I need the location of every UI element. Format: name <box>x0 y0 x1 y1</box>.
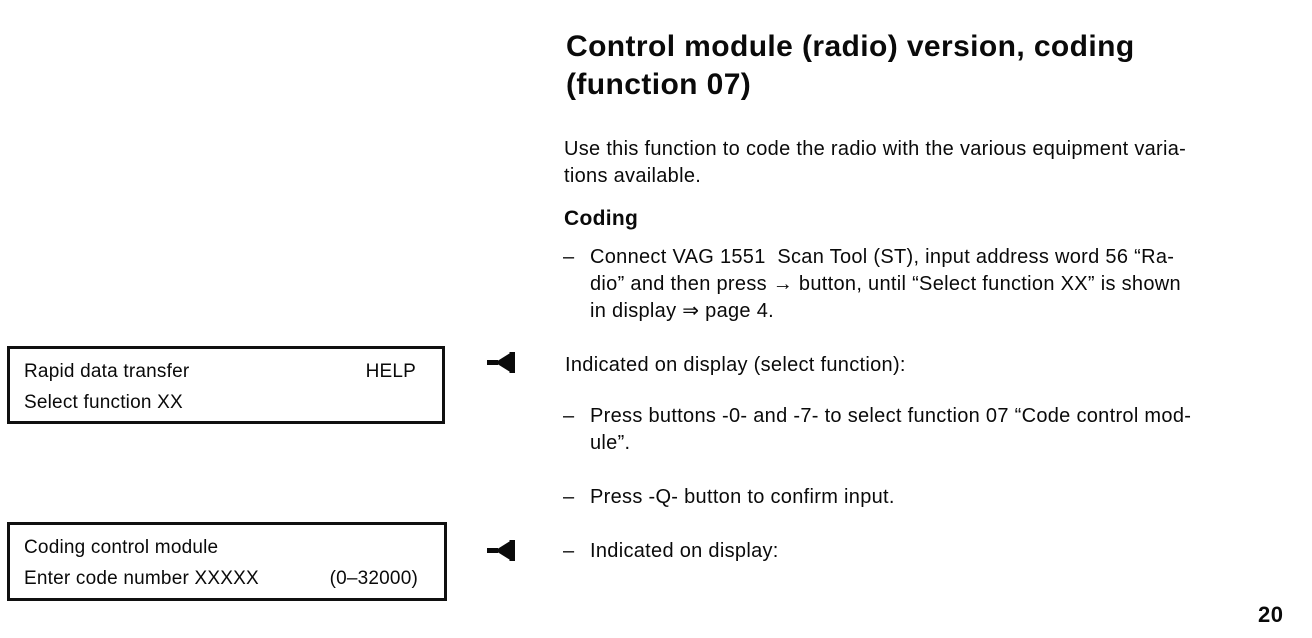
display1-help-label: HELP <box>365 361 416 382</box>
left-pointer-arrow-icon <box>487 352 515 373</box>
intro-paragraph: Use this function to code the radio with… <box>564 138 1187 187</box>
step-press-q-text: Press -Q- button to confirm input. <box>590 486 895 508</box>
display1-line2: Select function XX <box>24 392 183 413</box>
indicated-on-display-select-function: Indicated on display (select function): <box>565 354 906 376</box>
left-pointer-arrow-icon <box>487 540 515 561</box>
indicated-on-display-text: Indicated on display: <box>590 540 779 562</box>
display-row: Rapid data transfer HELP <box>24 356 416 387</box>
step-press-0-7-text: Press buttons -0- and -7- to select func… <box>590 405 1192 454</box>
display2-line1: Coding control module <box>24 537 219 558</box>
scan-tool-display-select-function: Rapid data transfer HELP Select function… <box>7 346 445 424</box>
display1-line1-left: Rapid data transfer <box>24 361 190 382</box>
page-title: Control module (radio) version, coding (… <box>566 30 1135 102</box>
bullet-dash: – <box>563 540 575 562</box>
step-connect-text: Connect VAG 1551 Scan Tool (ST), input a… <box>590 246 1181 322</box>
bullet-dash: – <box>563 486 575 508</box>
step-connect-scan-tool: – Connect VAG 1551 Scan Tool (ST), input… <box>563 244 1312 325</box>
display2-line2-left: Enter code number XXXXX <box>24 568 259 589</box>
display-row: Select function XX <box>24 387 416 418</box>
bullet-dash: – <box>563 405 575 427</box>
bullet-dash: – <box>563 246 575 268</box>
page-number: 20 <box>1258 602 1284 627</box>
indicated-on-display: – Indicated on display: <box>563 538 1063 565</box>
display-row: Coding control module <box>24 532 418 563</box>
coding-section-heading: Coding <box>564 207 639 231</box>
step-press-0-7: – Press buttons -0- and -7- to select fu… <box>563 403 1312 457</box>
scan-tool-display-coding: Coding control module Enter code number … <box>7 522 447 601</box>
step-press-q: – Press -Q- button to confirm input. <box>563 484 1283 511</box>
display2-code-range: (0–32000) <box>329 568 418 589</box>
display-row: Enter code number XXXXX (0–32000) <box>24 563 418 594</box>
